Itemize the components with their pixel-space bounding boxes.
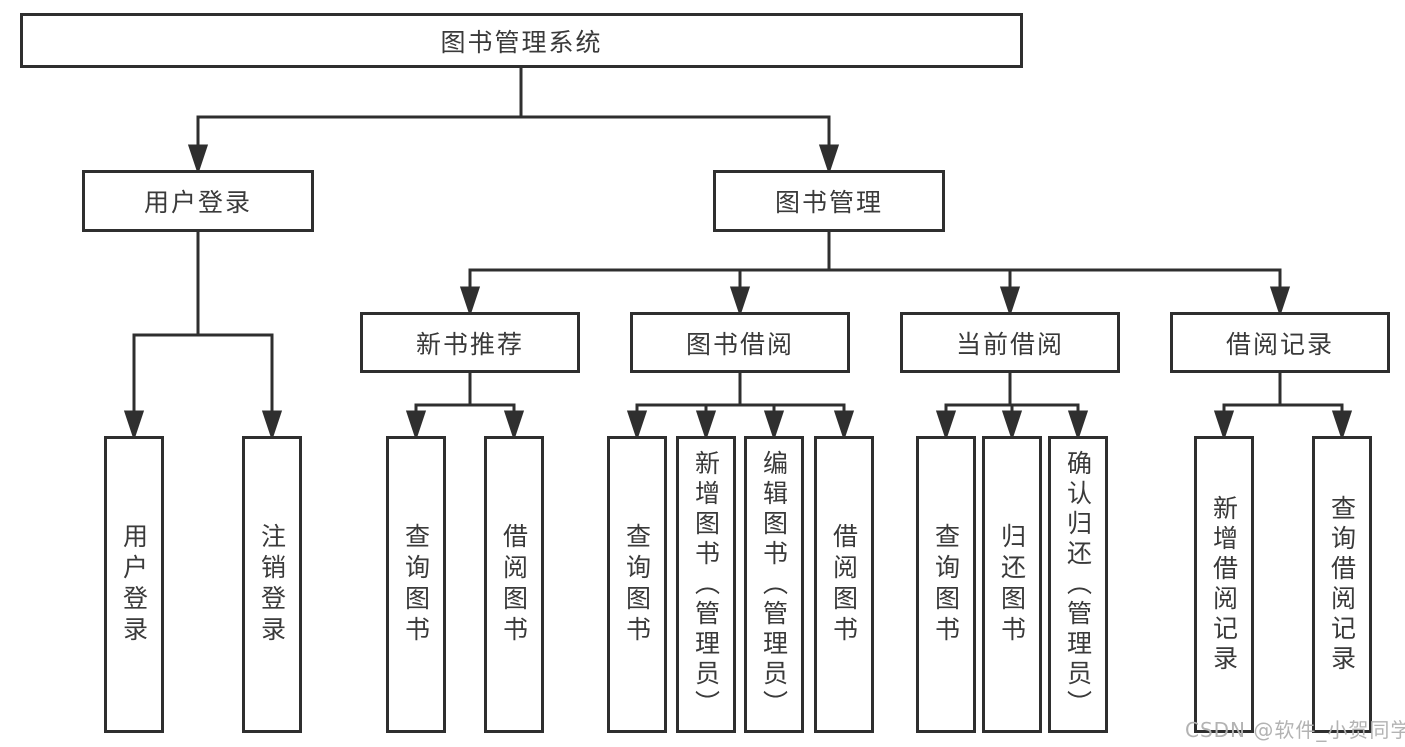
connector-records-to-leaves — [1213, 371, 1353, 441]
node-borrow-books-recommend: 借阅图书 — [484, 436, 544, 733]
node-add-books-admin: 新增图书（管理员） — [676, 436, 736, 733]
node-query-books-borrow: 查询图书 — [607, 436, 667, 733]
node-new-book-recommend: 新书推荐 — [360, 312, 580, 373]
node-edit-books-admin: 编辑图书（管理员） — [744, 436, 804, 733]
node-query-borrow-record: 查询借阅记录 — [1312, 436, 1372, 733]
connector-root-to-level2 — [187, 66, 840, 175]
node-query-books-recommend: 查询图书 — [386, 436, 446, 733]
node-borrow-records: 借阅记录 — [1170, 312, 1390, 373]
node-confirm-return-admin: 确认归还（管理员） — [1048, 436, 1108, 733]
node-return-books: 归还图书 — [982, 436, 1042, 733]
node-user-login: 用户登录 — [104, 436, 164, 733]
node-borrow-books: 借阅图书 — [814, 436, 874, 733]
watermark-text: CSDN @软件_小贺同学 — [1185, 718, 1405, 742]
node-query-books-current: 查询图书 — [916, 436, 976, 733]
node-book-management: 图书管理 — [713, 170, 945, 232]
connector-userlogin-to-leaves — [123, 230, 283, 441]
node-book-borrowing: 图书借阅 — [630, 312, 850, 373]
node-logout: 注销登录 — [242, 436, 302, 733]
node-library-system: 图书管理系统 — [20, 13, 1023, 68]
connector-bookmgmt-to-level3 — [459, 230, 1291, 317]
connector-recommend-to-leaves — [405, 371, 525, 441]
node-add-borrow-record: 新增借阅记录 — [1194, 436, 1254, 733]
connector-borrowing-to-leaves — [626, 371, 855, 441]
node-current-borrowing: 当前借阅 — [900, 312, 1120, 373]
node-user-login-group: 用户登录 — [82, 170, 314, 232]
connector-current-to-leaves — [935, 371, 1089, 441]
